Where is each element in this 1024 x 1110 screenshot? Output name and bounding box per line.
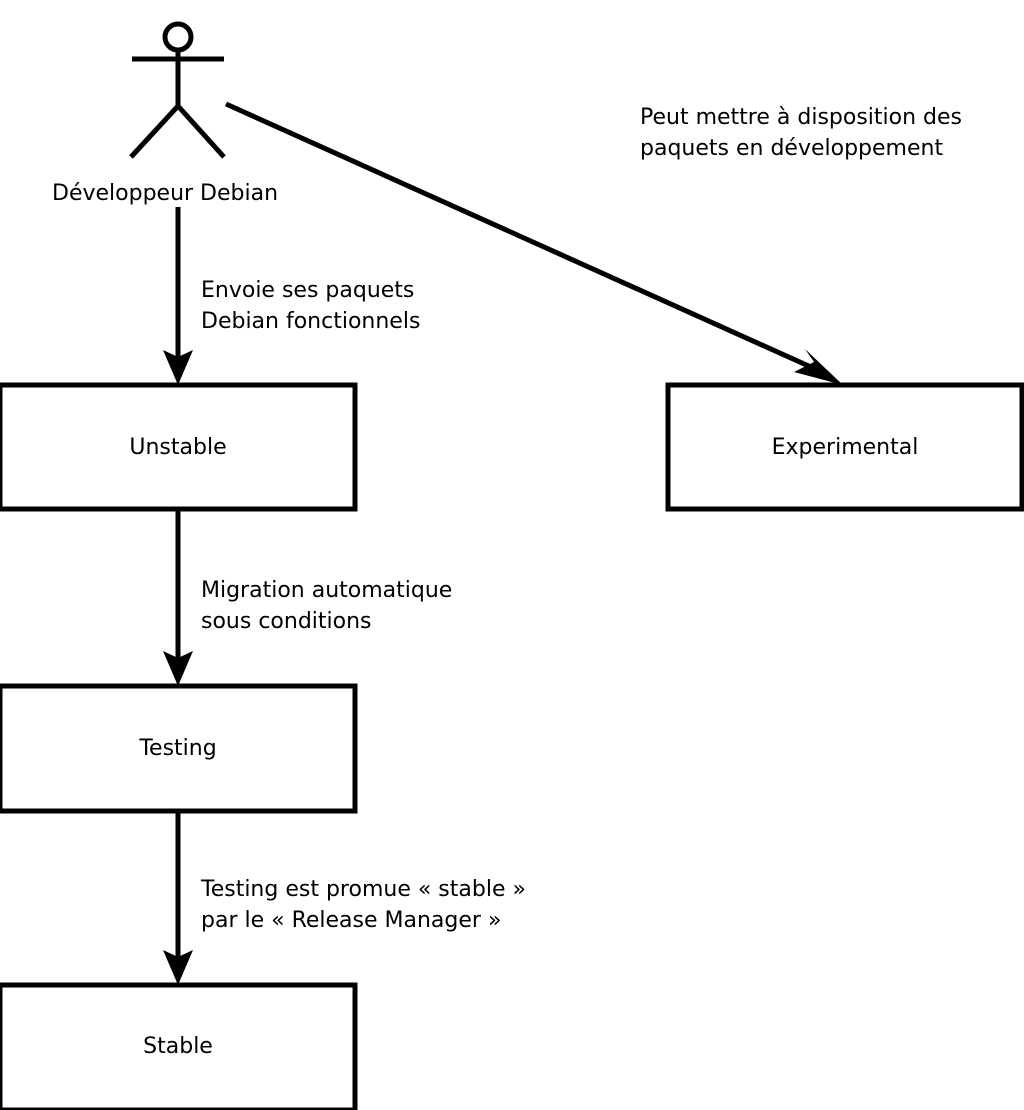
node-testing-label: Testing [138,736,216,761]
node-testing-box[interactable] [0,683,358,814]
edge-testing-to-stable-label-line1: Testing est promue « stable » [200,877,526,902]
node-unstable-box[interactable] [0,382,358,512]
node-stable-label: Stable [143,1034,213,1059]
arrowhead-icon [163,950,193,985]
actor-label: Développeur Debian [52,181,278,206]
edge-dev-to-experimental [224,101,843,385]
node-testing[interactable]: Testing [0,683,358,814]
node-stable[interactable]: Stable [0,982,358,1110]
actor-right-leg-icon [176,104,226,159]
edge-dev-to-unstable [163,207,193,385]
edge-unstable-to-testing-label-line2: sous conditions [201,609,372,634]
node-experimental-label: Experimental [772,435,919,460]
actor-head-icon [162,21,194,53]
arrowhead-icon [163,350,193,385]
edge-dev-to-unstable-label-line1: Envoie ses paquets [201,278,414,303]
actor-left-leg-icon [129,104,180,159]
edge-dev-to-experimental-label-line2: paquets en développement [640,136,943,161]
edge-dev-to-experimental-label-line1: Peut mettre à disposition des [640,105,962,130]
node-unstable-label: Unstable [129,435,226,460]
edge-unstable-to-testing [163,509,193,686]
node-experimental-box[interactable] [665,382,1024,512]
edge-testing-to-stable [163,811,193,985]
stick-figure-actor-icon [129,21,226,159]
arrowhead-icon [163,651,193,686]
arrowhead-icon [794,349,843,385]
edge-unstable-to-testing-label-line1: Migration automatique [201,578,452,603]
edge-testing-to-stable-label-line2: par le « Release Manager » [201,908,501,933]
edge-dev-to-unstable-label-line2: Debian fonctionnels [201,309,420,334]
node-stable-box[interactable] [0,982,358,1110]
node-unstable[interactable]: Unstable [0,382,358,512]
edge-line [224,101,824,375]
node-experimental[interactable]: Experimental [665,382,1024,512]
